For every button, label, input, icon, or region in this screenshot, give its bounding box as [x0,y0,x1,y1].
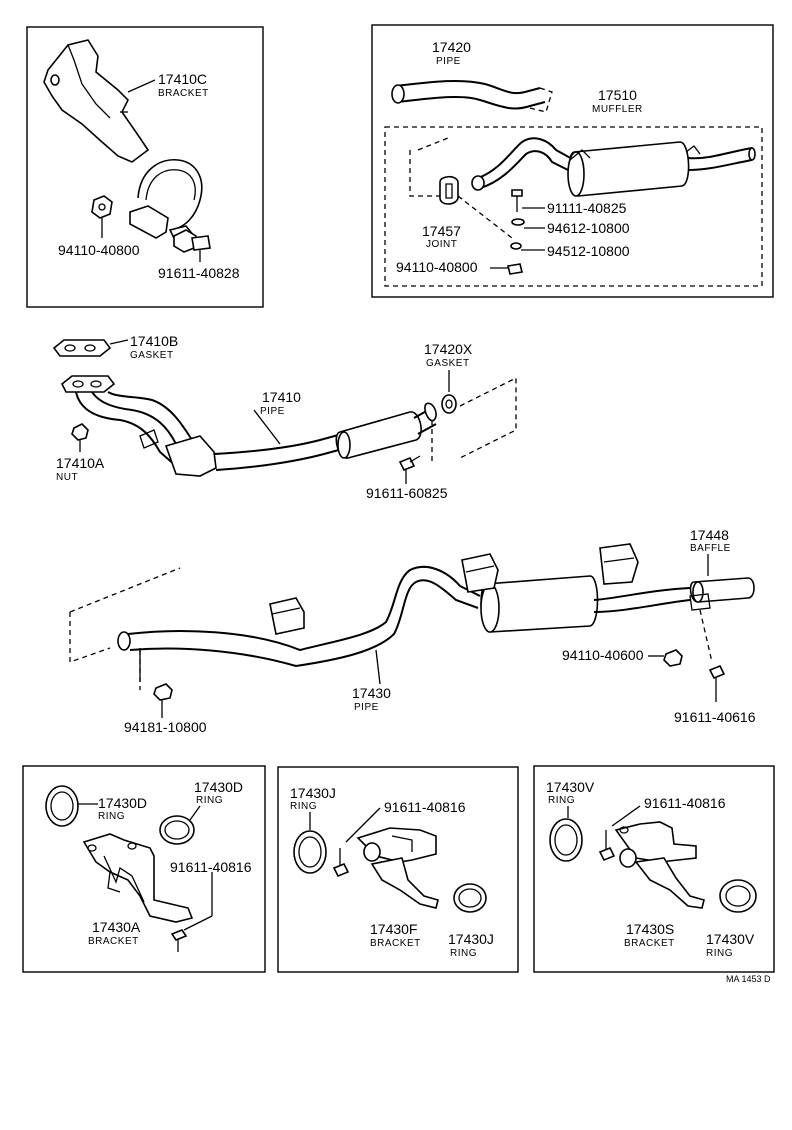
front-section: 17410B GASKET 17420X GASKET 17410 PIPE 1… [52,333,517,501]
part-name-bracket: BRACKET [158,88,209,99]
part-no-17430s: 17430S [626,921,674,937]
part-no-bolt: 91611-40828 [158,265,240,281]
box-bracket-17430s: 17430V RING 91611-40816 17430S BRACKET 1… [533,765,775,973]
baffle-17448-shape [689,577,755,611]
part-name-gasket: GASKET [130,350,174,361]
box-bracket-17430f: 17430J RING 91611-40816 17430F BRACKET 1… [277,766,519,973]
part-no-17410c: 17410C [158,71,207,87]
gasket-17410b-shape [52,339,112,357]
part-name-bracket-s: BRACKET [624,938,675,949]
part-no-17430a: 17430A [92,919,141,935]
part-no-17510: 17510 [598,87,637,103]
part-no-17430d-1: 17430D [98,795,147,811]
part-name-pipe: PIPE [436,56,461,67]
part-no-bolt-91611-40616: 91611-40616 [674,709,756,725]
part-no-nut-94181-10800: 94181-10800 [124,719,207,735]
part-no-17430f: 17430F [370,921,417,937]
part-name-ring-2: RING [196,795,223,806]
part-name-gasket-2: GASKET [426,358,470,369]
part-name-muffler: MUFFLER [592,104,643,115]
part-no-17410a: 17410A [56,455,105,471]
part-no-17420: 17420 [432,39,471,55]
part-name-pipe-2: PIPE [260,406,285,417]
part-no-17430d-2: 17430D [194,779,243,795]
part-name-ring-1: RING [98,811,125,822]
nut-shape [91,195,113,219]
clamp-band-shape [129,159,203,243]
part-no-bolt-91611-40816-a: 91611-40816 [170,859,252,875]
part-name-ring-s1: RING [548,795,575,806]
bracket-17410c-shape [43,39,150,163]
muffler-17510-shape [471,137,756,197]
part-name-ring-s2: RING [706,948,733,959]
part-no-17410: 17410 [262,389,301,405]
box-bracket-17430a: 17430D RING 17430D RING 91611-40816 1743… [22,765,266,973]
part-name-joint: JOINT [426,239,457,250]
pipe-17410-shape [75,391,437,477]
part-name-nut: NUT [56,472,78,483]
part-no-bolt-91611-40816-f: 91611-40816 [384,799,466,815]
part-no-17430v-2: 17430V [706,931,755,947]
part-name-bracket-f: BRACKET [370,938,421,949]
part-name-baffle: BAFFLE [690,543,731,554]
part-no-nut: 94110-40800 [396,259,478,275]
part-no-17420x: 17420X [424,341,473,357]
part-name-ring-f2: RING [450,948,477,959]
part-name-ring-f1: RING [290,801,317,812]
bolt-shape [173,229,211,253]
part-no-17448: 17448 [690,527,729,543]
part-no-nut: 94110-40800 [58,242,140,258]
part-no-bolt-91611-40816-s: 91611-40816 [644,795,726,811]
part-no-spring-washer: 94512-10800 [547,243,630,259]
rear-section: 17448 BAFFLE 17430 PIPE 94110-40600 9418… [69,527,756,735]
gasket-17420x-shape [441,394,457,414]
part-no-washer: 94612-10800 [547,220,630,236]
part-name-bracket-a: BRACKET [88,936,139,947]
top-right-box: 17420 PIPE 17510 MUFFLER 17457 JOINT 911… [371,24,774,298]
part-no-17457: 17457 [422,223,461,239]
part-no-bolt-91111: 91111-40825 [547,200,627,216]
top-left-box: 17410C BRACKET 94110-40800 91611-40828 [26,26,264,308]
part-no-nut-94110-40600: 94110-40600 [562,647,644,663]
pipe-17430-shape [117,565,691,668]
bracket-17430f-shape [356,827,439,909]
bracket-17430s-shape [614,821,705,909]
part-name-pipe-3: PIPE [354,702,379,713]
pipe-17420-shape [391,79,553,113]
part-no-17430v-1: 17430V [546,779,595,795]
part-no-17430j-1: 17430J [290,785,336,801]
part-no-bolt-91611-60825: 91611-60825 [366,485,448,501]
bracket-17430a-shape [82,833,194,923]
diagram-reference-code: MA 1453 D [726,974,771,984]
nut-17410a-shape [71,423,89,441]
joint-17457-shape [439,175,459,205]
part-no-17430: 17430 [352,685,391,701]
part-no-17410b: 17410B [130,333,178,349]
part-no-17430j-2: 17430J [448,931,494,947]
